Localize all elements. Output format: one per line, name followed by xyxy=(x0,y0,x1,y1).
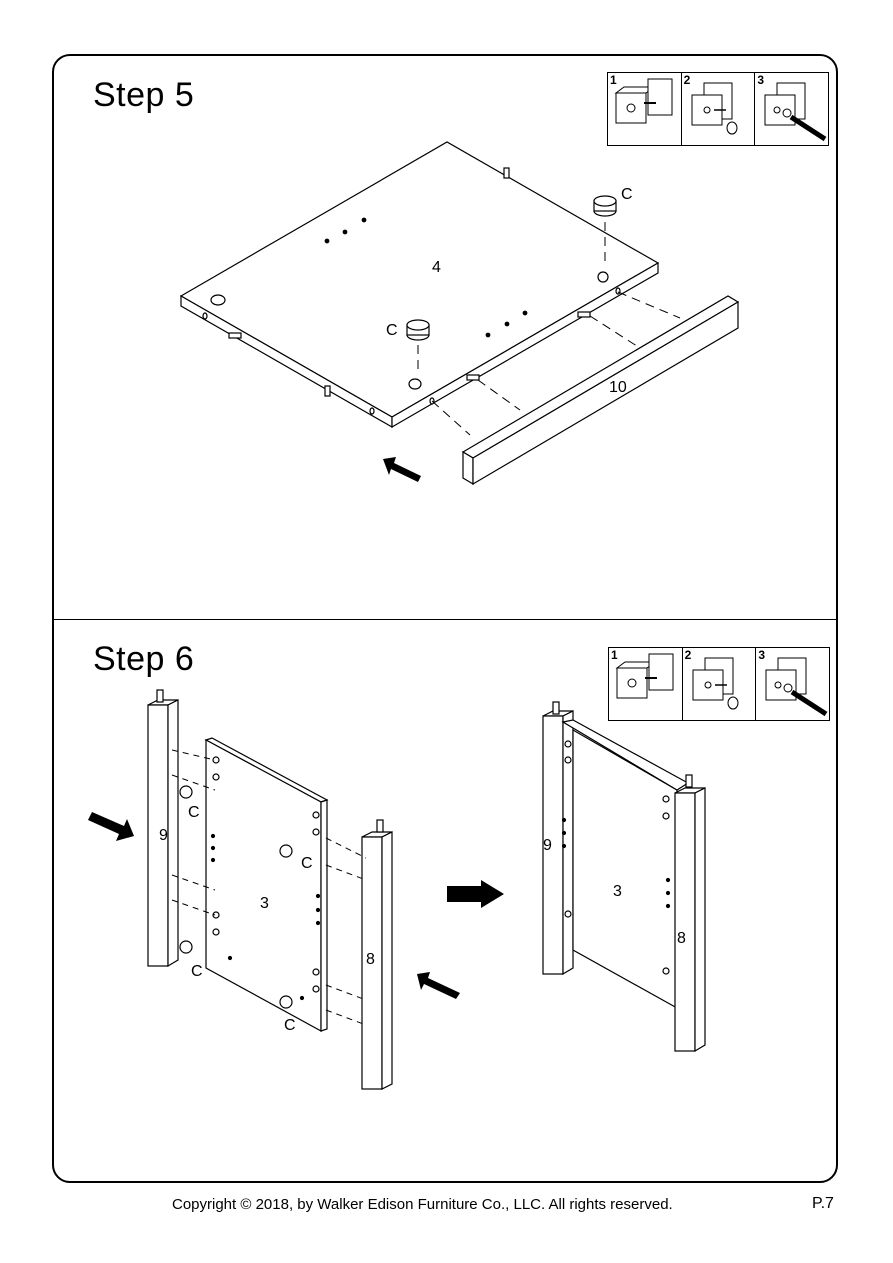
direction-arrow-icon xyxy=(383,457,421,482)
legend-panel-number: 2 xyxy=(684,648,692,662)
cam-c-label: C xyxy=(188,804,200,821)
panel-4-side-edge xyxy=(391,261,659,429)
legend-panel-1: 1 xyxy=(609,648,683,720)
legend-panel-number: 1 xyxy=(610,73,617,87)
step-divider xyxy=(52,619,838,620)
direction-arrow-icon xyxy=(88,812,134,841)
legend-panel-3: 3 xyxy=(755,73,828,145)
copyright-footer: Copyright © 2018, by Walker Edison Furni… xyxy=(172,1196,673,1213)
part-8-label: 8 xyxy=(677,930,686,947)
screwdriver-icon xyxy=(765,657,828,717)
direction-arrow-icon xyxy=(417,972,460,999)
cam-insert-icon xyxy=(614,78,673,124)
cam-lock-insert-icon xyxy=(691,82,738,135)
legend-panel-number: 3 xyxy=(758,648,766,662)
part-3-label: 3 xyxy=(613,883,622,900)
step-6-illustration: 9 3 8 C C C C 9 3 8 xyxy=(88,689,706,1090)
cam-c-label: C xyxy=(621,186,633,203)
part-10-label: 10 xyxy=(609,379,627,396)
cam-insert-icon xyxy=(615,653,674,699)
step-5-title: Step 5 xyxy=(93,76,195,114)
legend-panel-1: 1 xyxy=(608,73,682,145)
cam-lock-legend-step-6: 1 2 3 xyxy=(608,647,830,721)
legend-panel-3: 3 xyxy=(756,648,829,720)
cam-c-label: C xyxy=(191,963,203,980)
direction-arrow-icon xyxy=(447,880,504,908)
rail-10-side xyxy=(472,300,739,486)
part-4-label: 4 xyxy=(432,259,441,276)
part-9-label: 9 xyxy=(543,837,552,854)
cam-c-label: C xyxy=(301,855,313,872)
page-frame xyxy=(52,54,838,1183)
legend-panel-number: 3 xyxy=(757,73,765,87)
cam-c-label: C xyxy=(284,1017,296,1034)
part-9-label: 9 xyxy=(159,827,168,844)
legend-panel-number: 1 xyxy=(611,648,618,662)
cam-c-label: C xyxy=(386,322,398,339)
legend-panel-2: 2 xyxy=(682,73,756,145)
step-6-title: Step 6 xyxy=(93,640,195,678)
part-8-label: 8 xyxy=(366,951,375,968)
step-5-illustration: 4 10 C C xyxy=(179,141,740,486)
screwdriver-icon xyxy=(764,82,827,142)
cam-lock-legend-step-5: 1 2 3 xyxy=(607,72,829,146)
page-number: P.7 xyxy=(812,1195,834,1212)
legend-panel-2: 2 xyxy=(683,648,757,720)
cam-lock-insert-icon xyxy=(692,657,739,710)
part-3-label: 3 xyxy=(260,895,269,912)
legend-panel-number: 2 xyxy=(683,73,691,87)
